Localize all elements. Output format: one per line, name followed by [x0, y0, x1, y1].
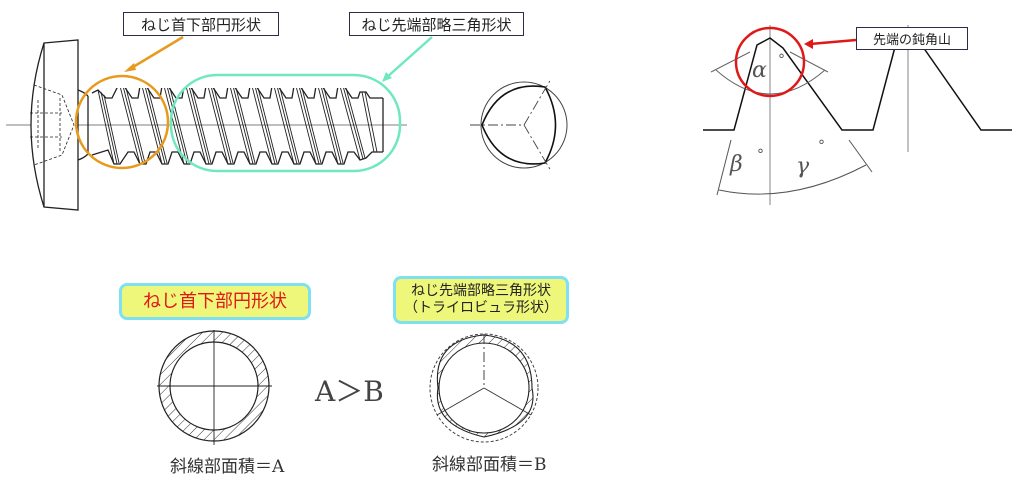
tip-highlight	[169, 36, 433, 173]
caption-area-b: 斜線部面積＝B	[432, 455, 547, 475]
label-tip-triangular: ねじ先端部略三角形状	[349, 12, 524, 36]
gamma-degree: °	[818, 138, 825, 154]
label-neck-round: ねじ首下部円形状	[123, 12, 279, 36]
alpha-symbol: α	[752, 58, 767, 83]
highlight-box-round-text: ねじ首下部円形状	[143, 290, 287, 312]
thread-profile	[703, 25, 1012, 205]
circular-cross-section	[157, 330, 272, 445]
neck-highlight	[74, 35, 184, 170]
alpha-degree: °	[778, 52, 785, 68]
trilobular-label-line1: ねじ先端部略三角形状	[411, 283, 551, 300]
beta-degree: °	[757, 147, 764, 163]
label-blunt-crest: 先端の鈍角山	[856, 27, 968, 50]
trilobular-end-view	[470, 78, 568, 172]
screw-side-view	[6, 39, 407, 211]
highlight-box-round: ねじ首下部円形状	[119, 283, 311, 320]
beta-symbol: β	[730, 152, 743, 177]
caption-area-a: 斜線部面積＝A	[170, 457, 285, 477]
gamma-symbol: γ	[796, 154, 810, 179]
highlight-box-trilobular: ねじ先端部略三角形状 （トライロビュラ形状）	[393, 276, 569, 324]
trilobular-cross-section	[429, 333, 539, 443]
comparison-text: A＞B	[315, 375, 384, 408]
trilobular-label-line2: （トライロビュラ形状）	[404, 300, 558, 316]
